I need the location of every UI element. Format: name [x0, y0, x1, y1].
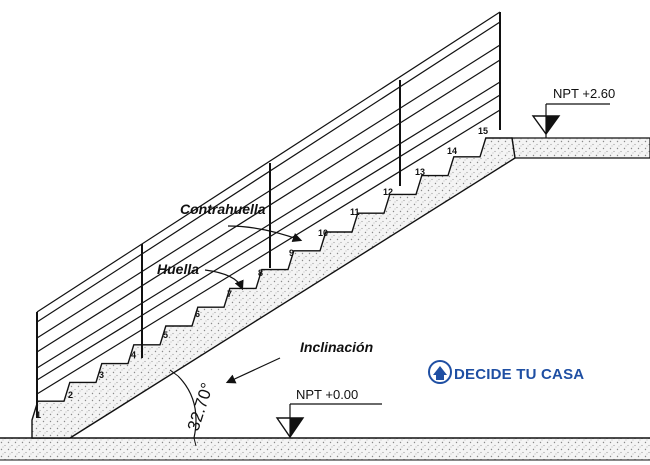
ground-slab: [0, 437, 650, 461]
step-number: 8: [258, 268, 263, 278]
step-number: 4: [131, 350, 136, 360]
step-number: 3: [99, 370, 104, 380]
npt-bottom-marker: NPT +0.00: [275, 387, 382, 439]
npt-top-label: NPT +2.60: [553, 86, 615, 101]
step-number: 13: [415, 167, 425, 177]
angle-value: 32.70°: [184, 380, 217, 433]
brand-name: DECIDE TU CASA: [454, 366, 584, 383]
callout-huella: Huella: [157, 261, 244, 291]
step-number: 6: [195, 309, 200, 319]
brand-logo: DECIDE TU CASA: [428, 360, 584, 384]
label-huella: Huella: [157, 261, 199, 277]
upper-floor-slab: [511, 137, 650, 159]
step-numbers: 1 2 3 4 5 6 7 8 9 10 11 12 13 14 15: [36, 126, 488, 420]
step-number: 2: [68, 390, 73, 400]
house-icon: [428, 360, 452, 384]
npt-bottom-label: NPT +0.00: [296, 387, 358, 402]
step-number: 12: [383, 187, 393, 197]
callout-contrahuella: Contrahuella: [180, 201, 303, 243]
label-inclinacion: Inclinación: [300, 339, 373, 355]
step-number: 9: [289, 248, 294, 258]
stair-body: [31, 137, 516, 439]
step-number: 5: [163, 330, 168, 340]
step-number: 14: [447, 146, 457, 156]
step-number: 15: [478, 126, 488, 136]
railing: [36, 11, 501, 418]
step-number: 7: [227, 289, 232, 299]
npt-top-marker: NPT +2.60: [531, 86, 615, 138]
step-number: 11: [350, 207, 360, 217]
step-number: 1: [36, 410, 41, 420]
step-number: 10: [318, 228, 328, 238]
label-contrahuella: Contrahuella: [180, 201, 266, 217]
